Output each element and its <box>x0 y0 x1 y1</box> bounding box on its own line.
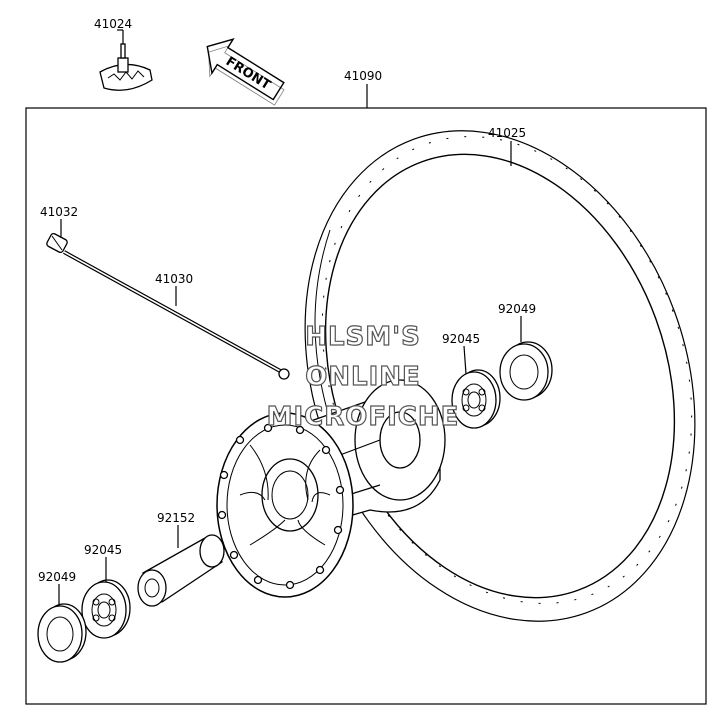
label-92045-right: 92045 <box>442 332 480 346</box>
hub-assembly[interactable] <box>216 379 446 598</box>
watermark-line-1: HLSM'S <box>305 322 421 352</box>
oil-seal-92049-left[interactable] <box>37 603 87 663</box>
watermark-line-3: MICROFICHE <box>267 402 460 432</box>
front-direction-arrow: FRONT <box>206 37 285 106</box>
label-41024: 41024 <box>94 17 132 31</box>
label-41032: 41032 <box>40 205 78 219</box>
nipple-41032[interactable] <box>46 233 68 254</box>
bearing-92045-left[interactable] <box>81 579 131 639</box>
assembly-frame <box>25 107 707 705</box>
watermark-line-2: ONLINE <box>305 362 421 392</box>
label-41090: 41090 <box>344 69 382 83</box>
collar-92152[interactable] <box>137 534 225 607</box>
label-92045-left: 92045 <box>84 543 122 557</box>
spoke-41030[interactable] <box>63 250 290 380</box>
leader-92045-right <box>463 345 467 375</box>
label-41030: 41030 <box>155 272 193 286</box>
label-41025: 41025 <box>488 126 526 140</box>
label-92049-right: 92049 <box>498 302 536 316</box>
rim-band-41024[interactable] <box>99 30 153 91</box>
bearing-92045-right[interactable] <box>451 369 501 429</box>
label-92152: 92152 <box>157 511 195 525</box>
oil-seal-92049-right[interactable] <box>499 341 553 401</box>
label-92049-left: 92049 <box>38 570 76 584</box>
